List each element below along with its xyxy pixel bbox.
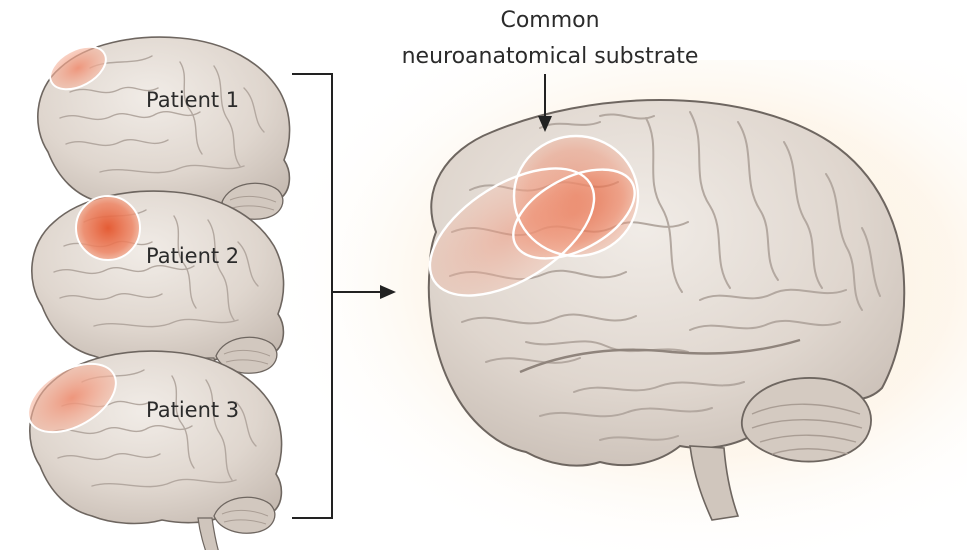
annotation-title-line-1: Common [330,8,770,33]
patient-3-label: Patient 3 [146,398,239,422]
patient-3-brain [16,350,281,550]
patient-1-label: Patient 1 [146,88,239,112]
patient-2-label: Patient 2 [146,244,239,268]
annotation-title-line-2: neuroanatomical substrate [330,44,770,69]
patient-2-lesion [76,196,140,260]
